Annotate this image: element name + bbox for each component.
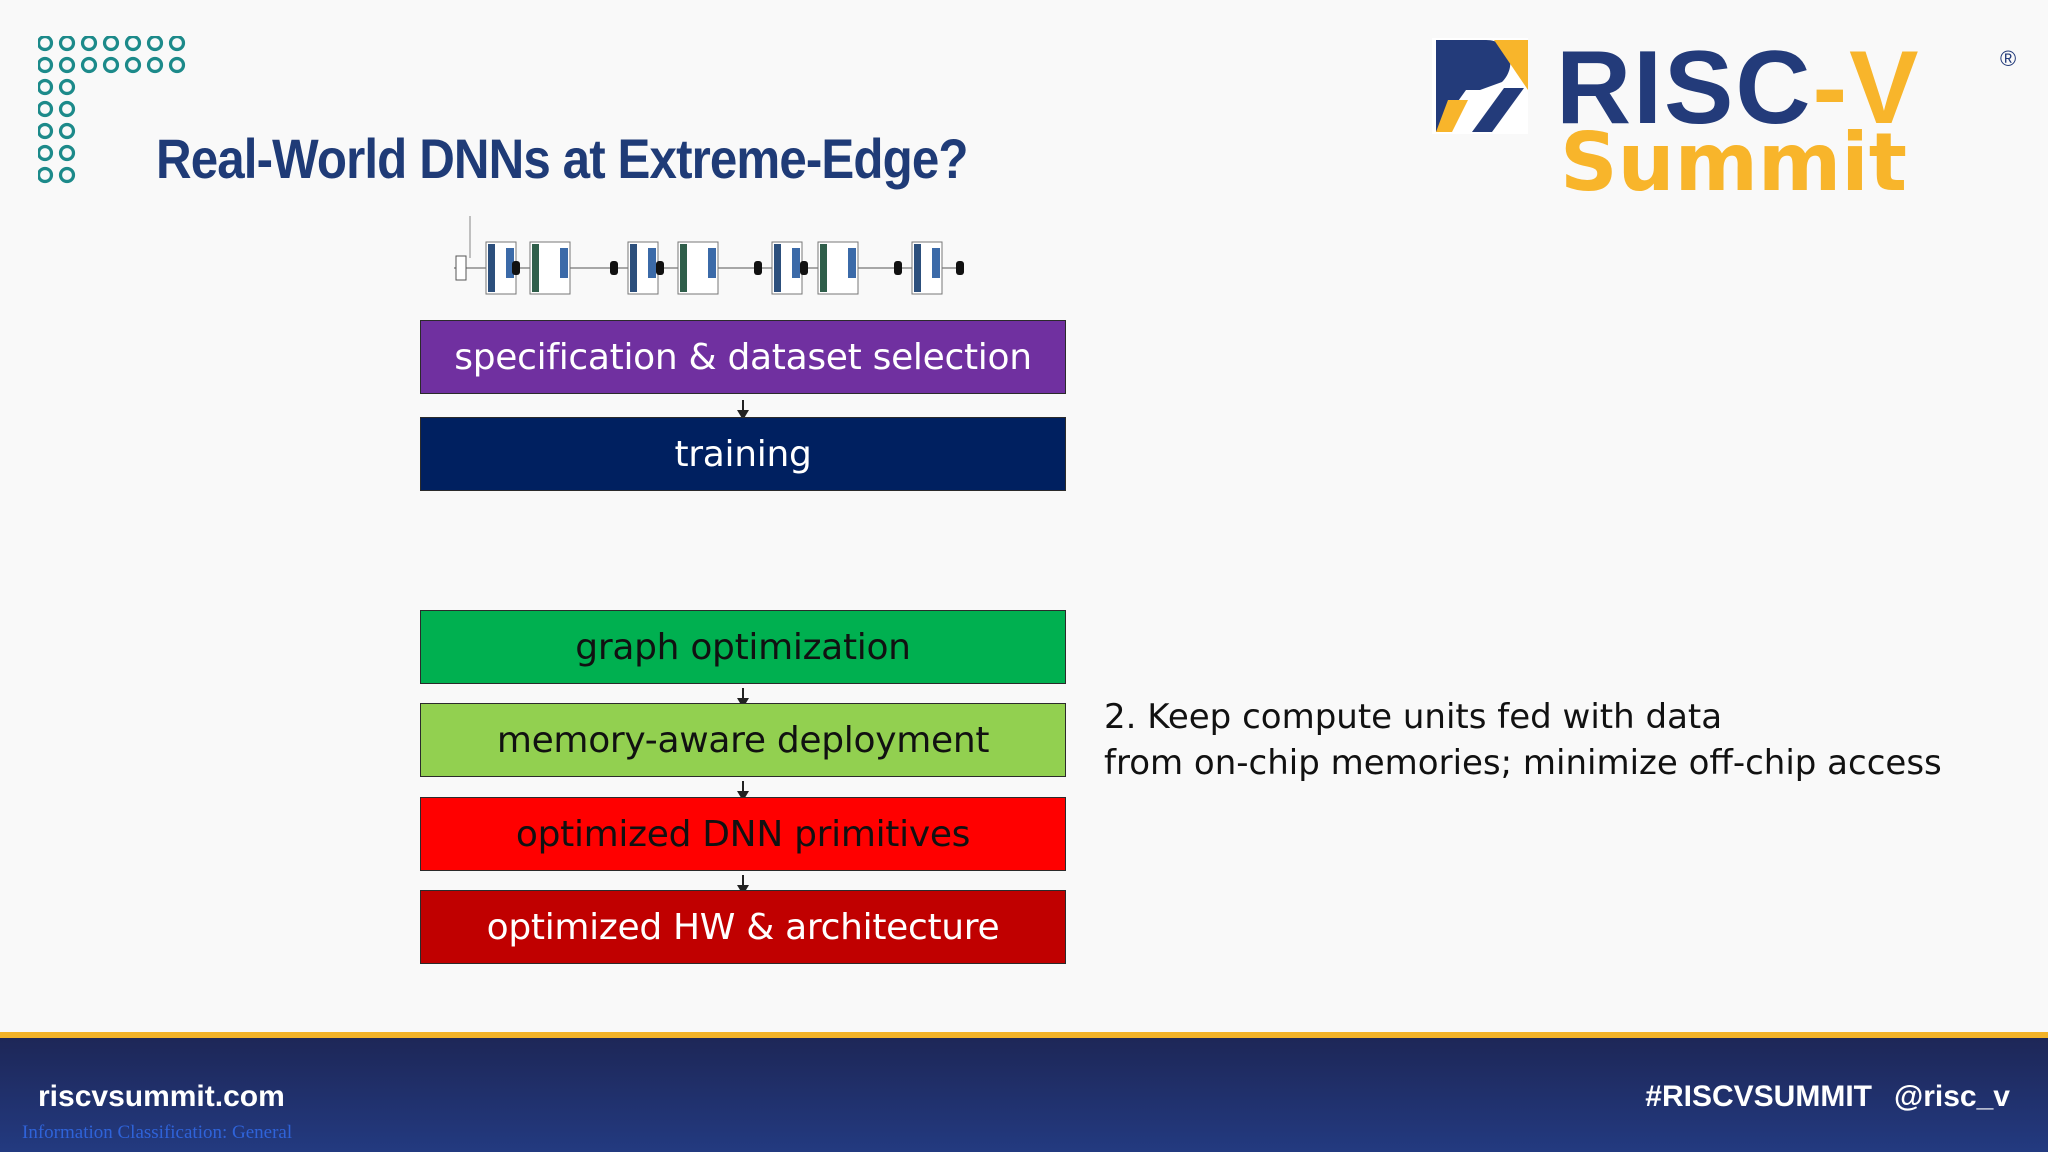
flow-box-optimized-hw-architecture: optimized HW & architecture (420, 890, 1066, 964)
logo-summit-text: Summit (1560, 116, 1907, 209)
logo-mark-text: RISC-V (1556, 30, 1921, 146)
dot-decoration (146, 56, 164, 74)
dot-decoration (38, 36, 54, 52)
flow-box-memory-aware-deployment: memory-aware deployment (420, 703, 1066, 777)
flow-arrow-down-icon (737, 400, 749, 420)
footer-website-link[interactable]: riscvsummit.com (38, 1080, 285, 1113)
net-activation-node (656, 261, 664, 275)
net-activation-node (800, 261, 808, 275)
net-layer-band (560, 248, 568, 278)
risc-v-logo-mark-icon (1432, 38, 1528, 134)
logo-mark-accent: -V (1812, 30, 1921, 146)
dot-decoration (38, 100, 54, 118)
dot-decoration (58, 78, 76, 96)
dot-decoration (124, 56, 142, 74)
dot-decoration (58, 100, 76, 118)
annotation-line-1: 2. Keep compute units fed with data (1104, 697, 1723, 737)
dot-decoration (102, 36, 120, 52)
flow-box-label: memory-aware deployment (496, 719, 990, 761)
net-input-node (455, 255, 467, 281)
flow-box-graph-optimization: graph optimization (420, 610, 1066, 684)
net-layer-band (506, 248, 514, 278)
flow-box-specification: specification & dataset selection (420, 320, 1066, 394)
dot-decoration (58, 122, 76, 140)
flow-box-label: training (674, 433, 812, 475)
net-layer-band (680, 244, 687, 292)
dot-decoration (80, 56, 98, 74)
net-activation-node (894, 261, 902, 275)
dot-decoration (102, 56, 120, 74)
flow-box-training: training (420, 417, 1066, 491)
net-layer-band (774, 244, 781, 292)
annotation-text: 2. Keep compute units fed with data from… (1104, 694, 1942, 786)
footer-hashtag[interactable]: #RISCVSUMMIT (1645, 1080, 1872, 1113)
annotation-line-2: from on-chip memories; minimize off-chip… (1104, 743, 1942, 783)
dnn-network-diagram-icon (454, 216, 964, 295)
dot-grid-decoration (38, 36, 186, 184)
dot-decoration (58, 166, 76, 184)
footer-handle[interactable]: @risc_v (1893, 1080, 2010, 1113)
dot-decoration (80, 36, 98, 52)
dot-decoration (146, 36, 164, 52)
dot-decoration (58, 144, 76, 162)
net-activation-node (610, 261, 618, 275)
net-layer-band (914, 244, 921, 292)
flow-box-label: optimized DNN primitives (515, 813, 971, 855)
net-activation-node (956, 261, 964, 275)
net-layer-band (630, 244, 637, 292)
dot-decoration (38, 122, 54, 140)
footer-social-tags: #RISCVSUMMIT @risc_v (1645, 1080, 2010, 1114)
flow-box-optimized-dnn-primitives: optimized DNN primitives (420, 797, 1066, 871)
dot-decoration (38, 56, 54, 74)
dot-decoration (38, 78, 54, 96)
dot-decoration (168, 36, 186, 52)
dot-decoration (58, 56, 76, 74)
logo-registered-mark: ® (2000, 46, 2017, 71)
flow-box-label: specification & dataset selection (454, 336, 1032, 378)
net-layer-band (708, 248, 716, 278)
dot-decoration (38, 144, 54, 162)
dot-decoration (168, 56, 186, 74)
dot-decoration (124, 36, 142, 52)
slide-title: Real-World DNNs at Extreme-Edge? (156, 127, 968, 190)
net-layer-band (648, 248, 656, 278)
net-layer-band (820, 244, 827, 292)
footer-classification-label: Information Classification: General (22, 1122, 293, 1143)
net-layer-band (848, 248, 856, 278)
dot-decoration (38, 166, 54, 184)
net-activation-node (512, 261, 520, 275)
net-layer-band (792, 248, 800, 278)
flow-arrow-down-icon (737, 781, 749, 801)
flow-box-label: optimized HW & architecture (486, 906, 1000, 948)
risc-v-summit-logo: RISC-V ® Summit (1432, 36, 2018, 209)
footer-accent-stripe (0, 1032, 2048, 1038)
logo-wordmark: RISC-V (1556, 36, 1920, 140)
net-activation-node (754, 261, 762, 275)
net-layer-band (932, 248, 940, 278)
footer-bar (0, 1034, 2048, 1152)
dot-decoration (58, 36, 76, 52)
flow-box-label: graph optimization (575, 626, 911, 668)
net-layer-band (532, 244, 539, 292)
net-layer-band (488, 244, 495, 292)
